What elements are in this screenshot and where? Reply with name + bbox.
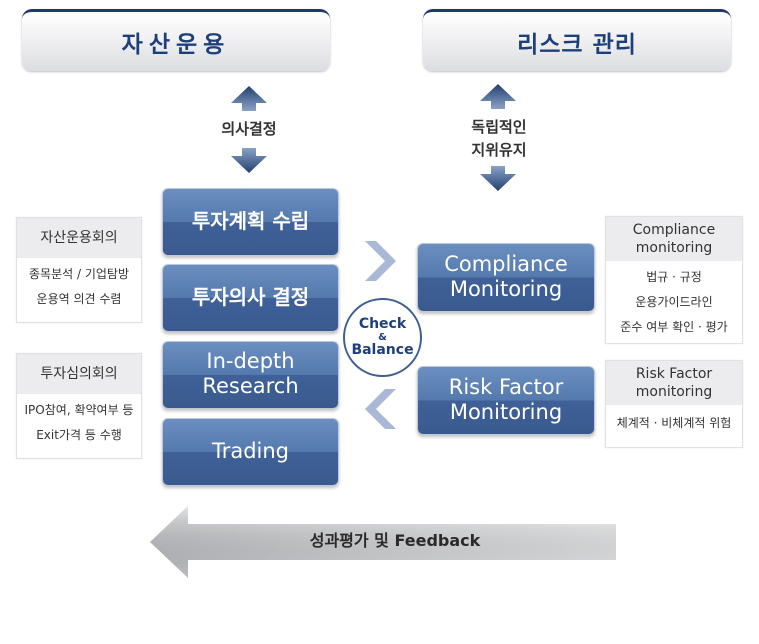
compliance-monitoring-line1: Compliance — [444, 251, 568, 276]
risk-factor-info-title-line1: Risk Factor — [635, 366, 713, 382]
feedback-label: 성과평가 및 Feedback — [309, 531, 481, 550]
compliance-monitoring-box: Compliance Monitoring — [417, 243, 595, 312]
compliance-info-item: 법규 · 규정 — [646, 270, 702, 284]
trading-box: Trading — [162, 418, 339, 486]
risk-factor-info-title: Risk Factor monitoring — [606, 361, 742, 405]
risk-management-header: 리스크 관리 — [423, 9, 731, 71]
risk-management-title: 리스크 관리 — [517, 31, 637, 58]
trading-label: Trading — [211, 438, 290, 463]
compliance-info-title-line2: monitoring — [635, 240, 713, 256]
chevron-left-icon — [365, 389, 396, 429]
compliance-info-title-line1: Compliance — [632, 222, 716, 238]
asset-committee-item: 종목분석 / 기업탐방 — [29, 267, 129, 281]
investment-decision-label: 투자의사 결정 — [191, 284, 310, 309]
investment-planning-box: 투자계획 수립 — [162, 188, 339, 256]
check-label: Check — [358, 316, 407, 332]
asset-committee-title: 자산운용회의 — [17, 218, 141, 258]
asset-management-header: 자산운용 — [22, 9, 330, 71]
investment-committee-title: 투자심의회의 — [17, 354, 141, 394]
compliance-info-item: 준수 여부 확인 · 평가 — [620, 320, 728, 334]
balance-label: Balance — [351, 342, 414, 358]
decision-double-arrow — [231, 86, 267, 173]
investment-committee-item: Exit가격 등 수행 — [36, 428, 122, 442]
risk-factor-monitoring-box: Risk Factor Monitoring — [417, 366, 595, 435]
decision-label: 의사결정 — [221, 120, 277, 138]
compliance-info-box: Compliance monitoring 법규 · 규정 운용가이드라인 준수… — [605, 216, 743, 344]
compliance-info-title: Compliance monitoring — [606, 217, 742, 261]
risk-factor-monitoring-line1: Risk Factor — [448, 374, 564, 399]
risk-factor-info-title-line2: monitoring — [635, 384, 713, 400]
check-balance-circle: Check & Balance — [343, 298, 422, 377]
check-amp-label: & — [378, 332, 387, 343]
asset-committee-item: 운용역 의견 수렴 — [36, 292, 122, 306]
in-depth-research-line1: In-depth — [206, 349, 295, 373]
asset-committee-info-box: 자산운용회의 종목분석 / 기업탐방 운용역 의견 수렴 — [16, 217, 142, 323]
risk-factor-monitoring-line2: Monitoring — [449, 399, 563, 424]
compliance-info-item: 운용가이드라인 — [635, 295, 713, 309]
asset-committee-items: 종목분석 / 기업탐방 운용역 의견 수렴 — [17, 258, 141, 312]
compliance-monitoring-line2: Monitoring — [449, 276, 563, 301]
risk-factor-info-item: 체계적 · 비체계적 위험 — [616, 416, 732, 430]
investment-committee-info-box: 투자심의회의 IPO참여, 확약여부 등 Exit가격 등 수행 — [16, 353, 142, 459]
in-depth-research-box: In-depth Research — [162, 341, 339, 409]
independence-double-arrow — [480, 84, 516, 191]
in-depth-research-line2: Research — [202, 374, 299, 398]
feedback-arrow — [150, 506, 616, 578]
independence-label-line2: 지위유지 — [471, 141, 527, 159]
chevron-right-icon — [365, 241, 396, 281]
risk-factor-info-box: Risk Factor monitoring 체계적 · 비체계적 위험 — [605, 360, 743, 448]
investment-decision-box: 투자의사 결정 — [162, 264, 339, 332]
investment-committee-items: IPO참여, 확약여부 등 Exit가격 등 수행 — [17, 394, 141, 448]
risk-factor-info-items: 체계적 · 비체계적 위험 — [606, 405, 742, 436]
independence-label: 독립적인 지위유지 — [455, 116, 543, 162]
independence-label-line1: 독립적인 — [471, 118, 527, 136]
investment-committee-item: IPO참여, 확약여부 등 — [24, 403, 134, 417]
investment-planning-label: 투자계획 수립 — [191, 208, 310, 233]
compliance-info-items: 법규 · 규정 운용가이드라인 준수 여부 확인 · 평가 — [606, 261, 742, 340]
asset-management-title: 자산운용 — [121, 31, 231, 58]
